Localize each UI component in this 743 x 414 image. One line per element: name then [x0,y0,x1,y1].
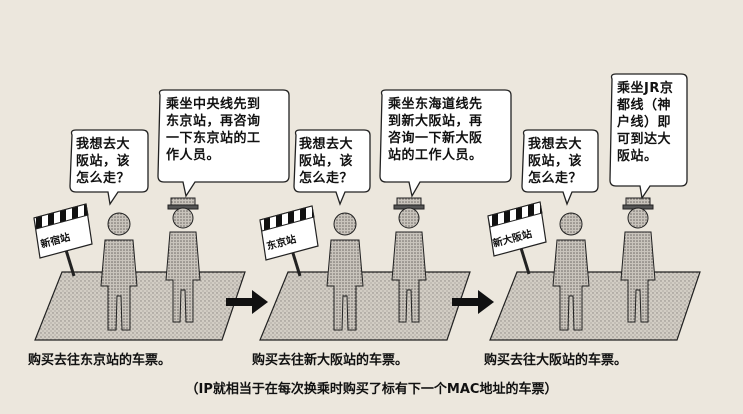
ticket-caption: 购买去往大阪站的车票。 [484,353,628,368]
floor-plate [34,271,246,341]
floor-plate [489,271,701,341]
staff-answer: 乘坐JR京 都线（神 户线）即 可到达大 阪站。 [617,81,674,164]
station-sign [487,201,547,275]
passenger-figure [552,212,590,331]
answer-bubble [609,73,688,200]
footnote: （IP就相当于在每次换乘时购买了标有下一个MAC地址的车票） [185,382,558,397]
question-bubble [521,129,599,206]
passenger-figure [326,212,364,331]
scene-2 [259,89,512,341]
answer-bubble [379,89,512,198]
passenger-question: 我想去大 阪站，该 怎么走？ [76,137,131,186]
passenger-question: 我想去大 阪站，该 怎么走？ [299,137,354,186]
staff-figure [391,197,427,323]
station-sign [259,205,319,277]
question-bubble [293,129,371,206]
staff-answer: 乘坐中央线先到 东京站，再咨询 一下东京站的工 作人员。 [166,97,261,163]
floor-plate [259,271,471,341]
staff-answer: 乘坐东海道线先 到新大阪站，再 咨询一下新大阪 站的工作人员。 [388,97,483,163]
question-bubble [69,129,149,206]
passenger-question: 我想去大 阪站，该 怎么走？ [528,137,583,186]
station-sign [33,203,93,277]
arrow-right-icon [452,290,494,314]
passenger-figure [100,212,138,331]
scene-3 [487,73,701,341]
ticket-caption: 购买去往东京站的车票。 [28,353,172,368]
arrow-right-icon [226,290,268,314]
staff-figure [620,197,656,323]
staff-figure [165,197,201,323]
scene-1 [33,89,290,341]
ticket-caption: 购买去往新大阪站的车票。 [252,353,409,368]
answer-bubble [157,89,290,198]
